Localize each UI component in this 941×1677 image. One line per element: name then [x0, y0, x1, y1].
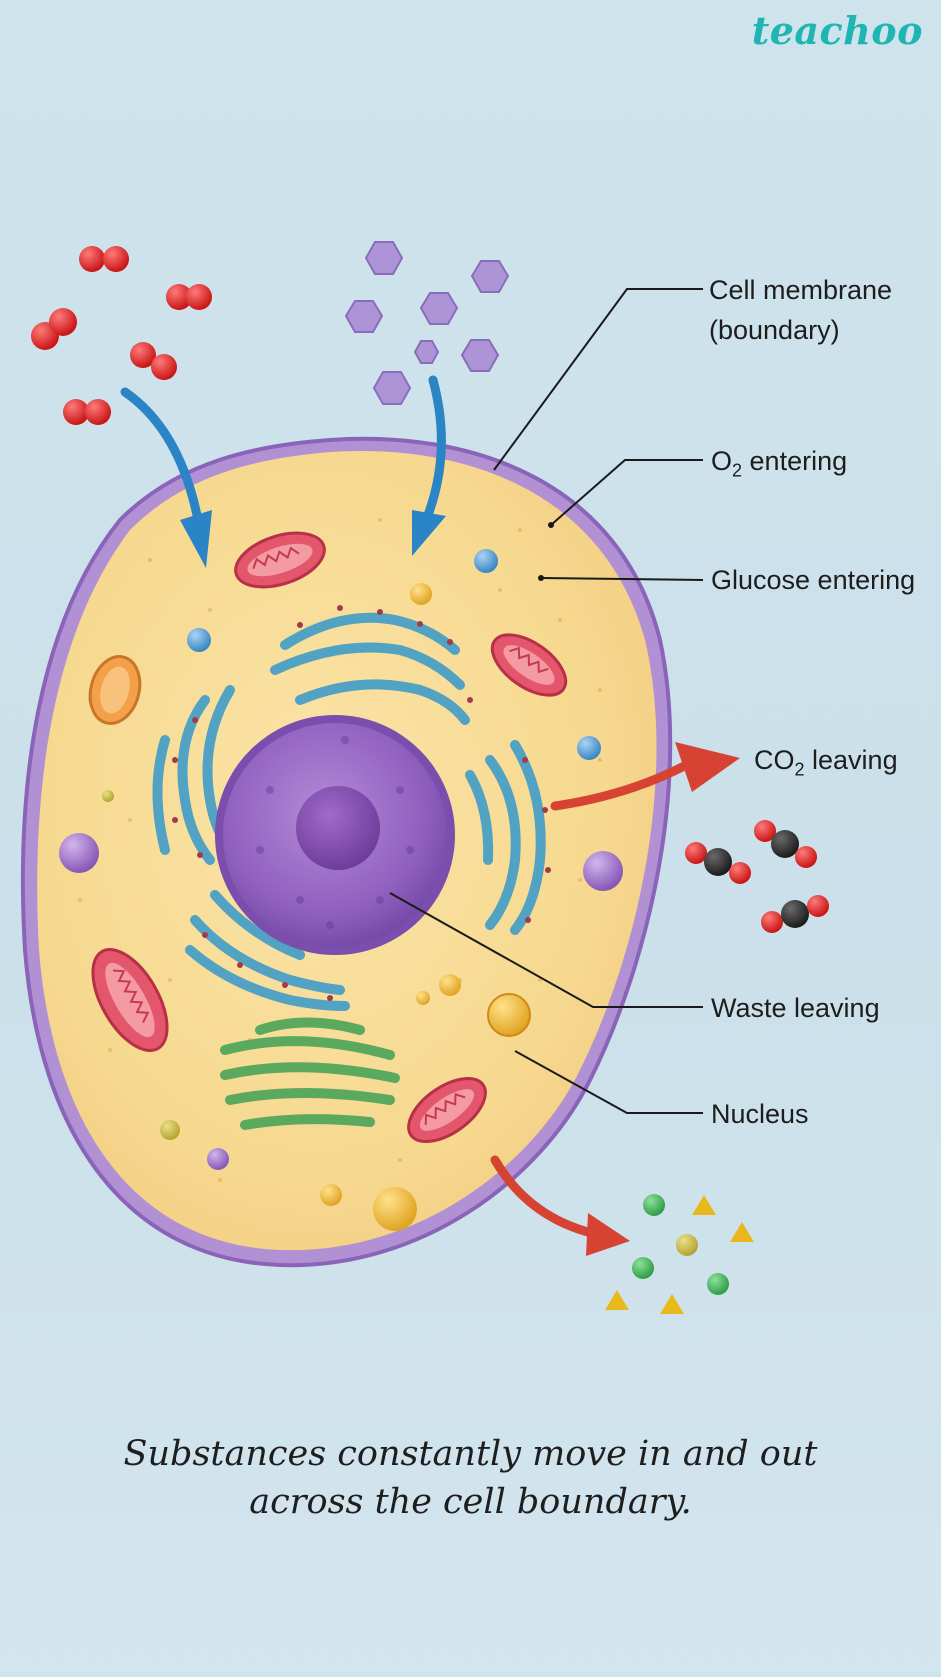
mitochondria	[88, 531, 568, 1143]
arrows-out	[490, 742, 740, 1256]
label-co2-suffix: leaving	[804, 745, 898, 775]
arrows-in	[120, 375, 446, 568]
label-cell-membrane-line2: (boundary)	[709, 315, 840, 345]
label-waste-leaving: Waste leaving	[711, 993, 880, 1023]
label-glucose-entering: Glucose entering	[711, 565, 916, 595]
glucose-molecules	[344, 241, 510, 405]
label-nucleus: Nucleus	[711, 1099, 809, 1129]
label-o2-sub: 2	[732, 460, 743, 481]
oxygen-molecules	[31, 246, 212, 425]
caption: Substances constantly move in and out ac…	[0, 1430, 941, 1526]
label-co2-prefix: CO	[754, 745, 795, 775]
label-o2-entering: O2 entering	[711, 441, 847, 490]
cytoplasm-speckles	[78, 518, 602, 1202]
brand-logo: teachoo	[751, 8, 923, 53]
label-o2-prefix: O	[711, 446, 733, 476]
co2-molecules	[685, 820, 829, 933]
label-o2-suffix: entering	[742, 446, 848, 476]
label-co2-sub: 2	[794, 759, 805, 780]
caption-line1: Substances constantly move in and out	[123, 1434, 818, 1474]
golgi-apparatus	[220, 1017, 400, 1130]
waste-particles	[605, 1194, 754, 1314]
caption-line2: across the cell boundary.	[249, 1482, 692, 1522]
nucleus	[215, 715, 455, 955]
label-cell-membrane: Cell membrane (boundary)	[709, 270, 892, 350]
endoplasmic-reticulum	[152, 612, 546, 1011]
leader-lines	[389, 288, 704, 1114]
label-co2-leaving: CO2 leaving	[754, 740, 898, 789]
vesicles	[59, 549, 623, 1231]
label-cell-membrane-line1: Cell membrane	[709, 275, 893, 305]
ribosomes	[172, 605, 551, 1001]
